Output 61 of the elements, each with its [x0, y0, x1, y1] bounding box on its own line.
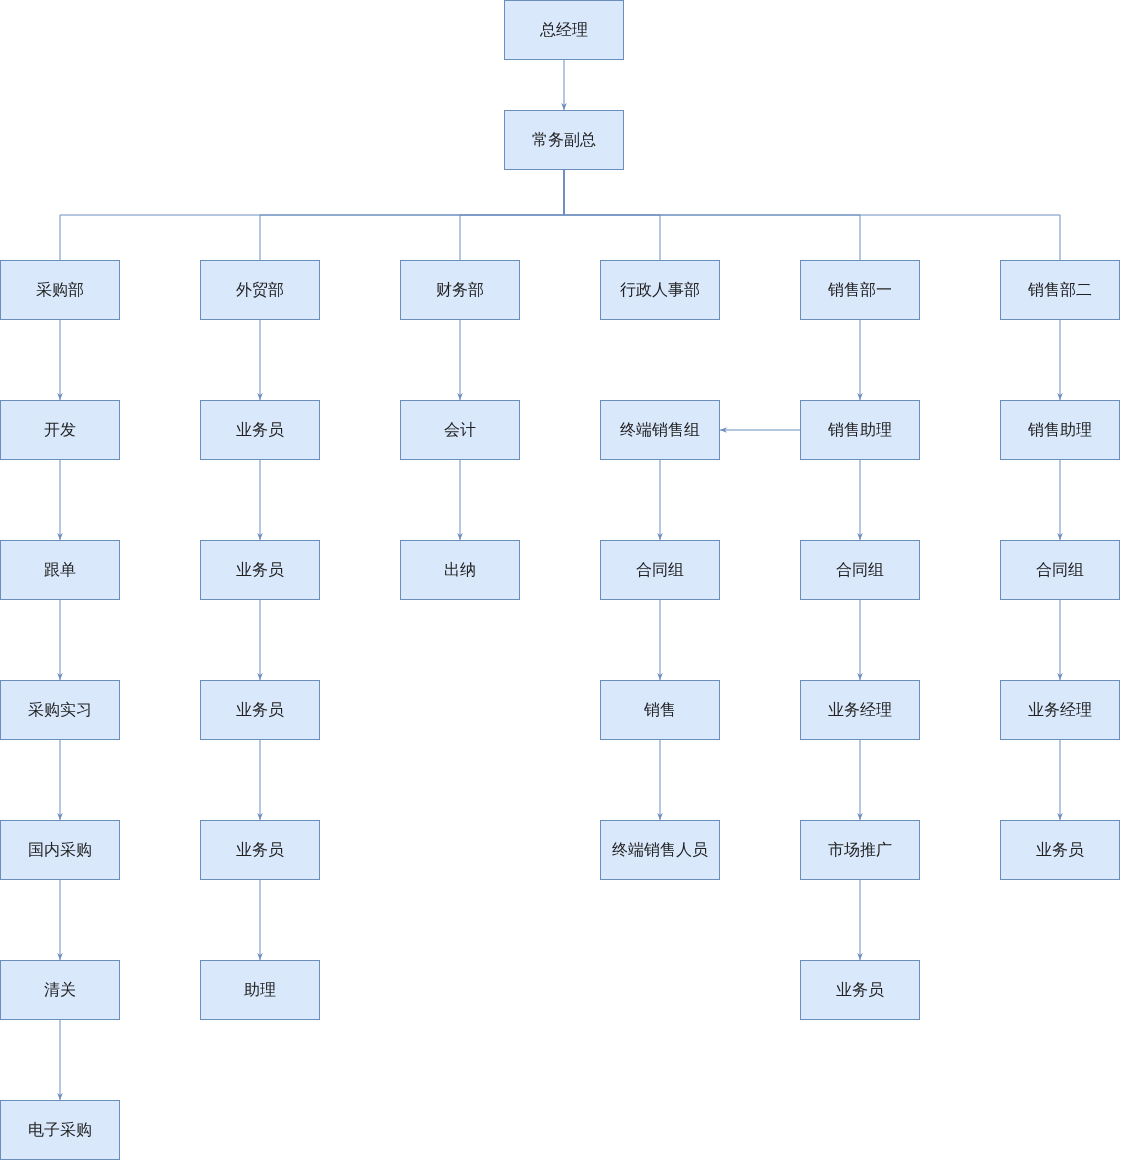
connector — [457, 319, 463, 401]
connector — [657, 459, 663, 541]
org-box: 财务部 — [400, 260, 520, 320]
connector — [1057, 319, 1063, 401]
org-box: 终端销售人员 — [600, 820, 720, 880]
connector — [57, 1019, 63, 1101]
org-box: 采购实习 — [0, 680, 120, 740]
org-box: 跟单 — [0, 540, 120, 600]
connector — [857, 459, 863, 541]
org-box: 助理 — [200, 960, 320, 1020]
connector — [257, 879, 263, 961]
org-box: 会计 — [400, 400, 520, 460]
org-box: 总经理 — [504, 0, 624, 60]
connector — [561, 59, 567, 111]
org-box: 外贸部 — [200, 260, 320, 320]
org-box: 常务副总 — [504, 110, 624, 170]
connector — [1057, 599, 1063, 681]
connector — [857, 319, 863, 401]
connector — [257, 739, 263, 821]
org-box: 业务员 — [200, 540, 320, 600]
connector — [57, 599, 63, 681]
connector — [1057, 739, 1063, 821]
connector — [657, 739, 663, 821]
connector — [457, 459, 463, 541]
connector — [857, 599, 863, 681]
org-box: 业务员 — [800, 960, 920, 1020]
org-box: 业务经理 — [800, 680, 920, 740]
org-box: 业务经理 — [1000, 680, 1120, 740]
org-box: 行政人事部 — [600, 260, 720, 320]
connector — [57, 739, 63, 821]
connector — [257, 319, 263, 401]
org-box: 合同组 — [1000, 540, 1120, 600]
connector — [657, 599, 663, 681]
org-box: 销售助理 — [800, 400, 920, 460]
org-box: 国内采购 — [0, 820, 120, 880]
connector — [57, 459, 63, 541]
connector — [857, 879, 863, 961]
connector — [57, 319, 63, 401]
org-box: 销售助理 — [1000, 400, 1120, 460]
org-box: 销售部一 — [800, 260, 920, 320]
org-box: 销售 — [600, 680, 720, 740]
org-box: 业务员 — [200, 820, 320, 880]
connector — [719, 427, 801, 433]
org-box: 终端销售组 — [600, 400, 720, 460]
org-box: 市场推广 — [800, 820, 920, 880]
connector — [57, 879, 63, 961]
org-box: 业务员 — [200, 400, 320, 460]
org-box: 业务员 — [200, 680, 320, 740]
org-box: 合同组 — [800, 540, 920, 600]
org-box: 电子采购 — [0, 1100, 120, 1160]
connector — [257, 599, 263, 681]
org-box: 采购部 — [0, 260, 120, 320]
connector — [257, 459, 263, 541]
connector — [857, 739, 863, 821]
org-box: 开发 — [0, 400, 120, 460]
org-box: 业务员 — [1000, 820, 1120, 880]
org-box: 出纳 — [400, 540, 520, 600]
org-box: 清关 — [0, 960, 120, 1020]
connector — [1057, 459, 1063, 541]
org-box: 销售部二 — [1000, 260, 1120, 320]
org-box: 合同组 — [600, 540, 720, 600]
